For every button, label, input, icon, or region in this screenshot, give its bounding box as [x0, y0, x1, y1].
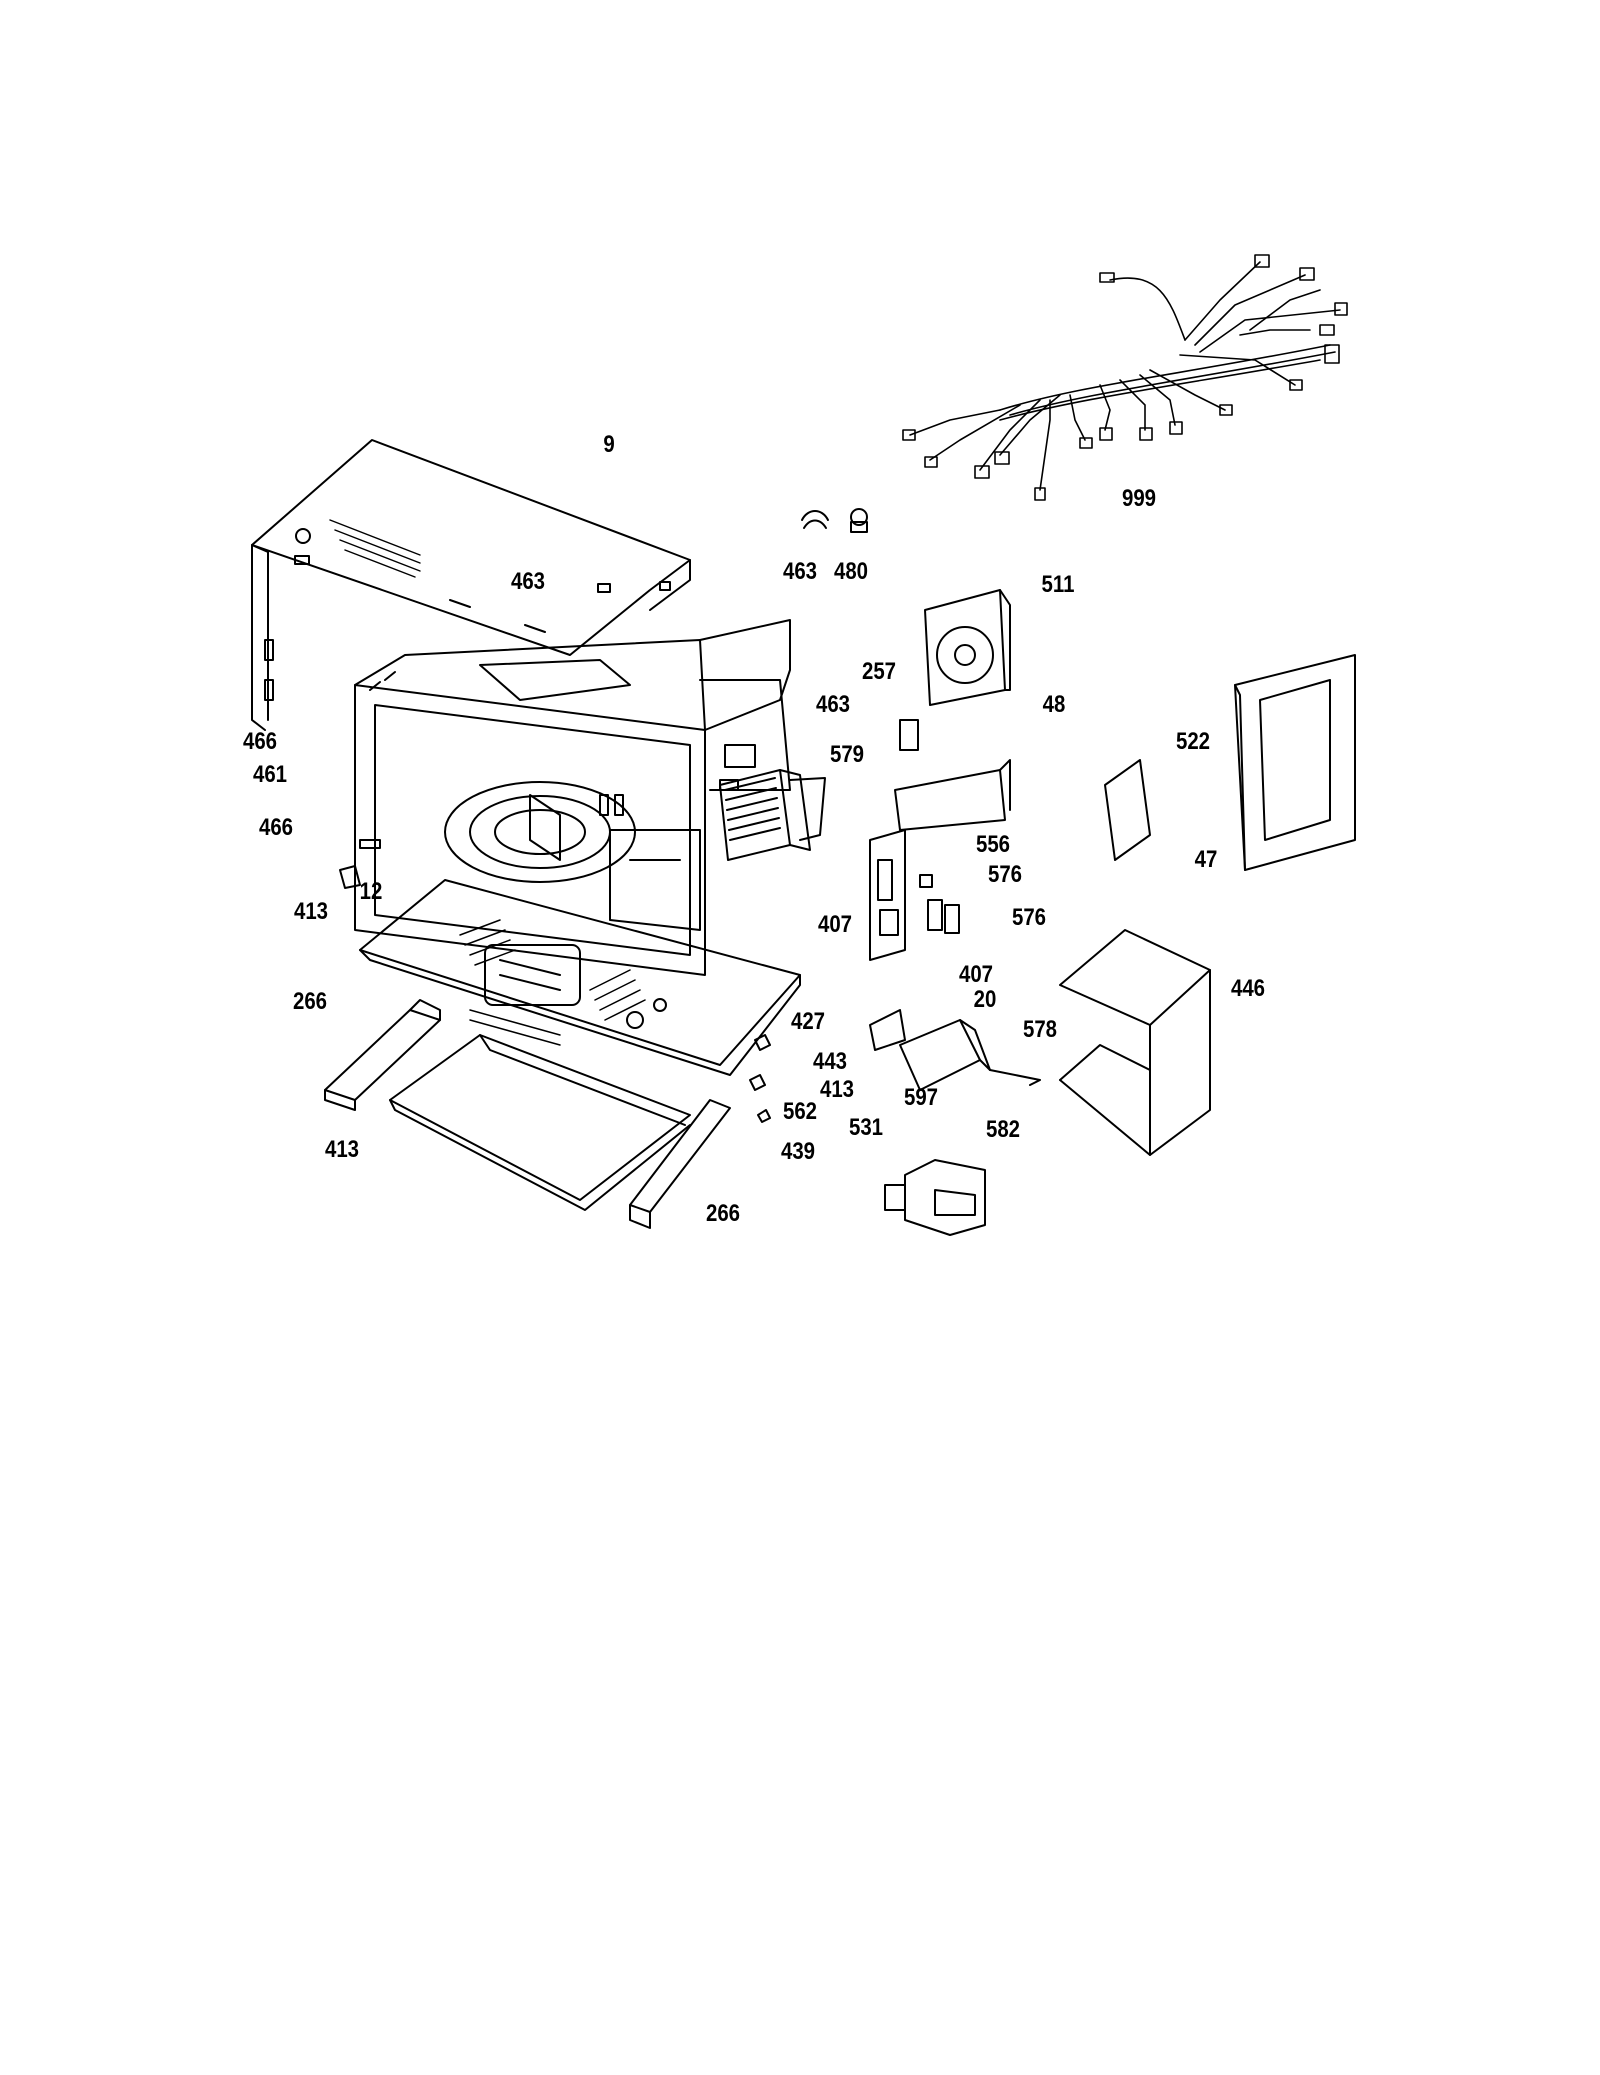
label-466: 466 — [258, 814, 294, 841]
label-463: 463 — [510, 568, 546, 595]
label-461: 461 — [252, 761, 288, 788]
label-562: 562 — [782, 1098, 818, 1125]
fan-motor — [924, 589, 1011, 706]
base-plate — [339, 865, 801, 1076]
oven-cavity — [354, 619, 791, 976]
label-12: 12 — [359, 878, 383, 905]
label-9: 9 — [603, 431, 615, 458]
label-597: 597 — [903, 1084, 939, 1111]
label-579: 579 — [829, 741, 865, 768]
label-413: 413 — [324, 1136, 360, 1163]
air-guide — [894, 719, 1011, 831]
label-999: 999 — [1121, 485, 1157, 512]
label-439: 439 — [780, 1138, 816, 1165]
label-443: 443 — [812, 1048, 848, 1075]
label-556: 556 — [975, 831, 1011, 858]
control-bracket — [869, 829, 960, 961]
label-266: 266 — [292, 988, 328, 1015]
label-582: 582 — [985, 1116, 1021, 1143]
rail-right — [629, 1099, 731, 1229]
side-cover — [1059, 929, 1211, 1156]
label-446: 446 — [1230, 975, 1266, 1002]
drip-tray — [389, 1034, 691, 1211]
label-522: 522 — [1175, 728, 1211, 755]
label-20: 20 — [973, 986, 997, 1013]
label-480: 480 — [833, 558, 869, 585]
label-578: 578 — [1022, 1016, 1058, 1043]
label-407: 407 — [817, 911, 853, 938]
label-413: 413 — [293, 898, 329, 925]
label-576: 576 — [1011, 904, 1047, 931]
label-48: 48 — [1042, 691, 1066, 718]
label-427: 427 — [790, 1008, 826, 1035]
small-parts — [749, 508, 868, 1123]
cover-plate-small — [1104, 759, 1151, 861]
magnetron — [719, 769, 826, 861]
label-47: 47 — [1194, 846, 1218, 873]
capacitor — [869, 1009, 1041, 1091]
wire-harness — [902, 254, 1348, 501]
label-511: 511 — [1041, 571, 1075, 598]
rail-left — [324, 999, 441, 1111]
label-407: 407 — [958, 961, 994, 988]
label-463: 463 — [815, 691, 851, 718]
rear-panel — [1234, 654, 1356, 871]
label-531: 531 — [848, 1114, 884, 1141]
label-257: 257 — [861, 658, 897, 685]
outer-cabinet — [251, 439, 691, 731]
label-413: 413 — [819, 1076, 855, 1103]
label-576: 576 — [987, 861, 1023, 888]
label-463: 463 — [782, 558, 818, 585]
label-266: 266 — [705, 1200, 741, 1227]
label-466: 466 — [242, 728, 278, 755]
transformer — [884, 1159, 986, 1236]
